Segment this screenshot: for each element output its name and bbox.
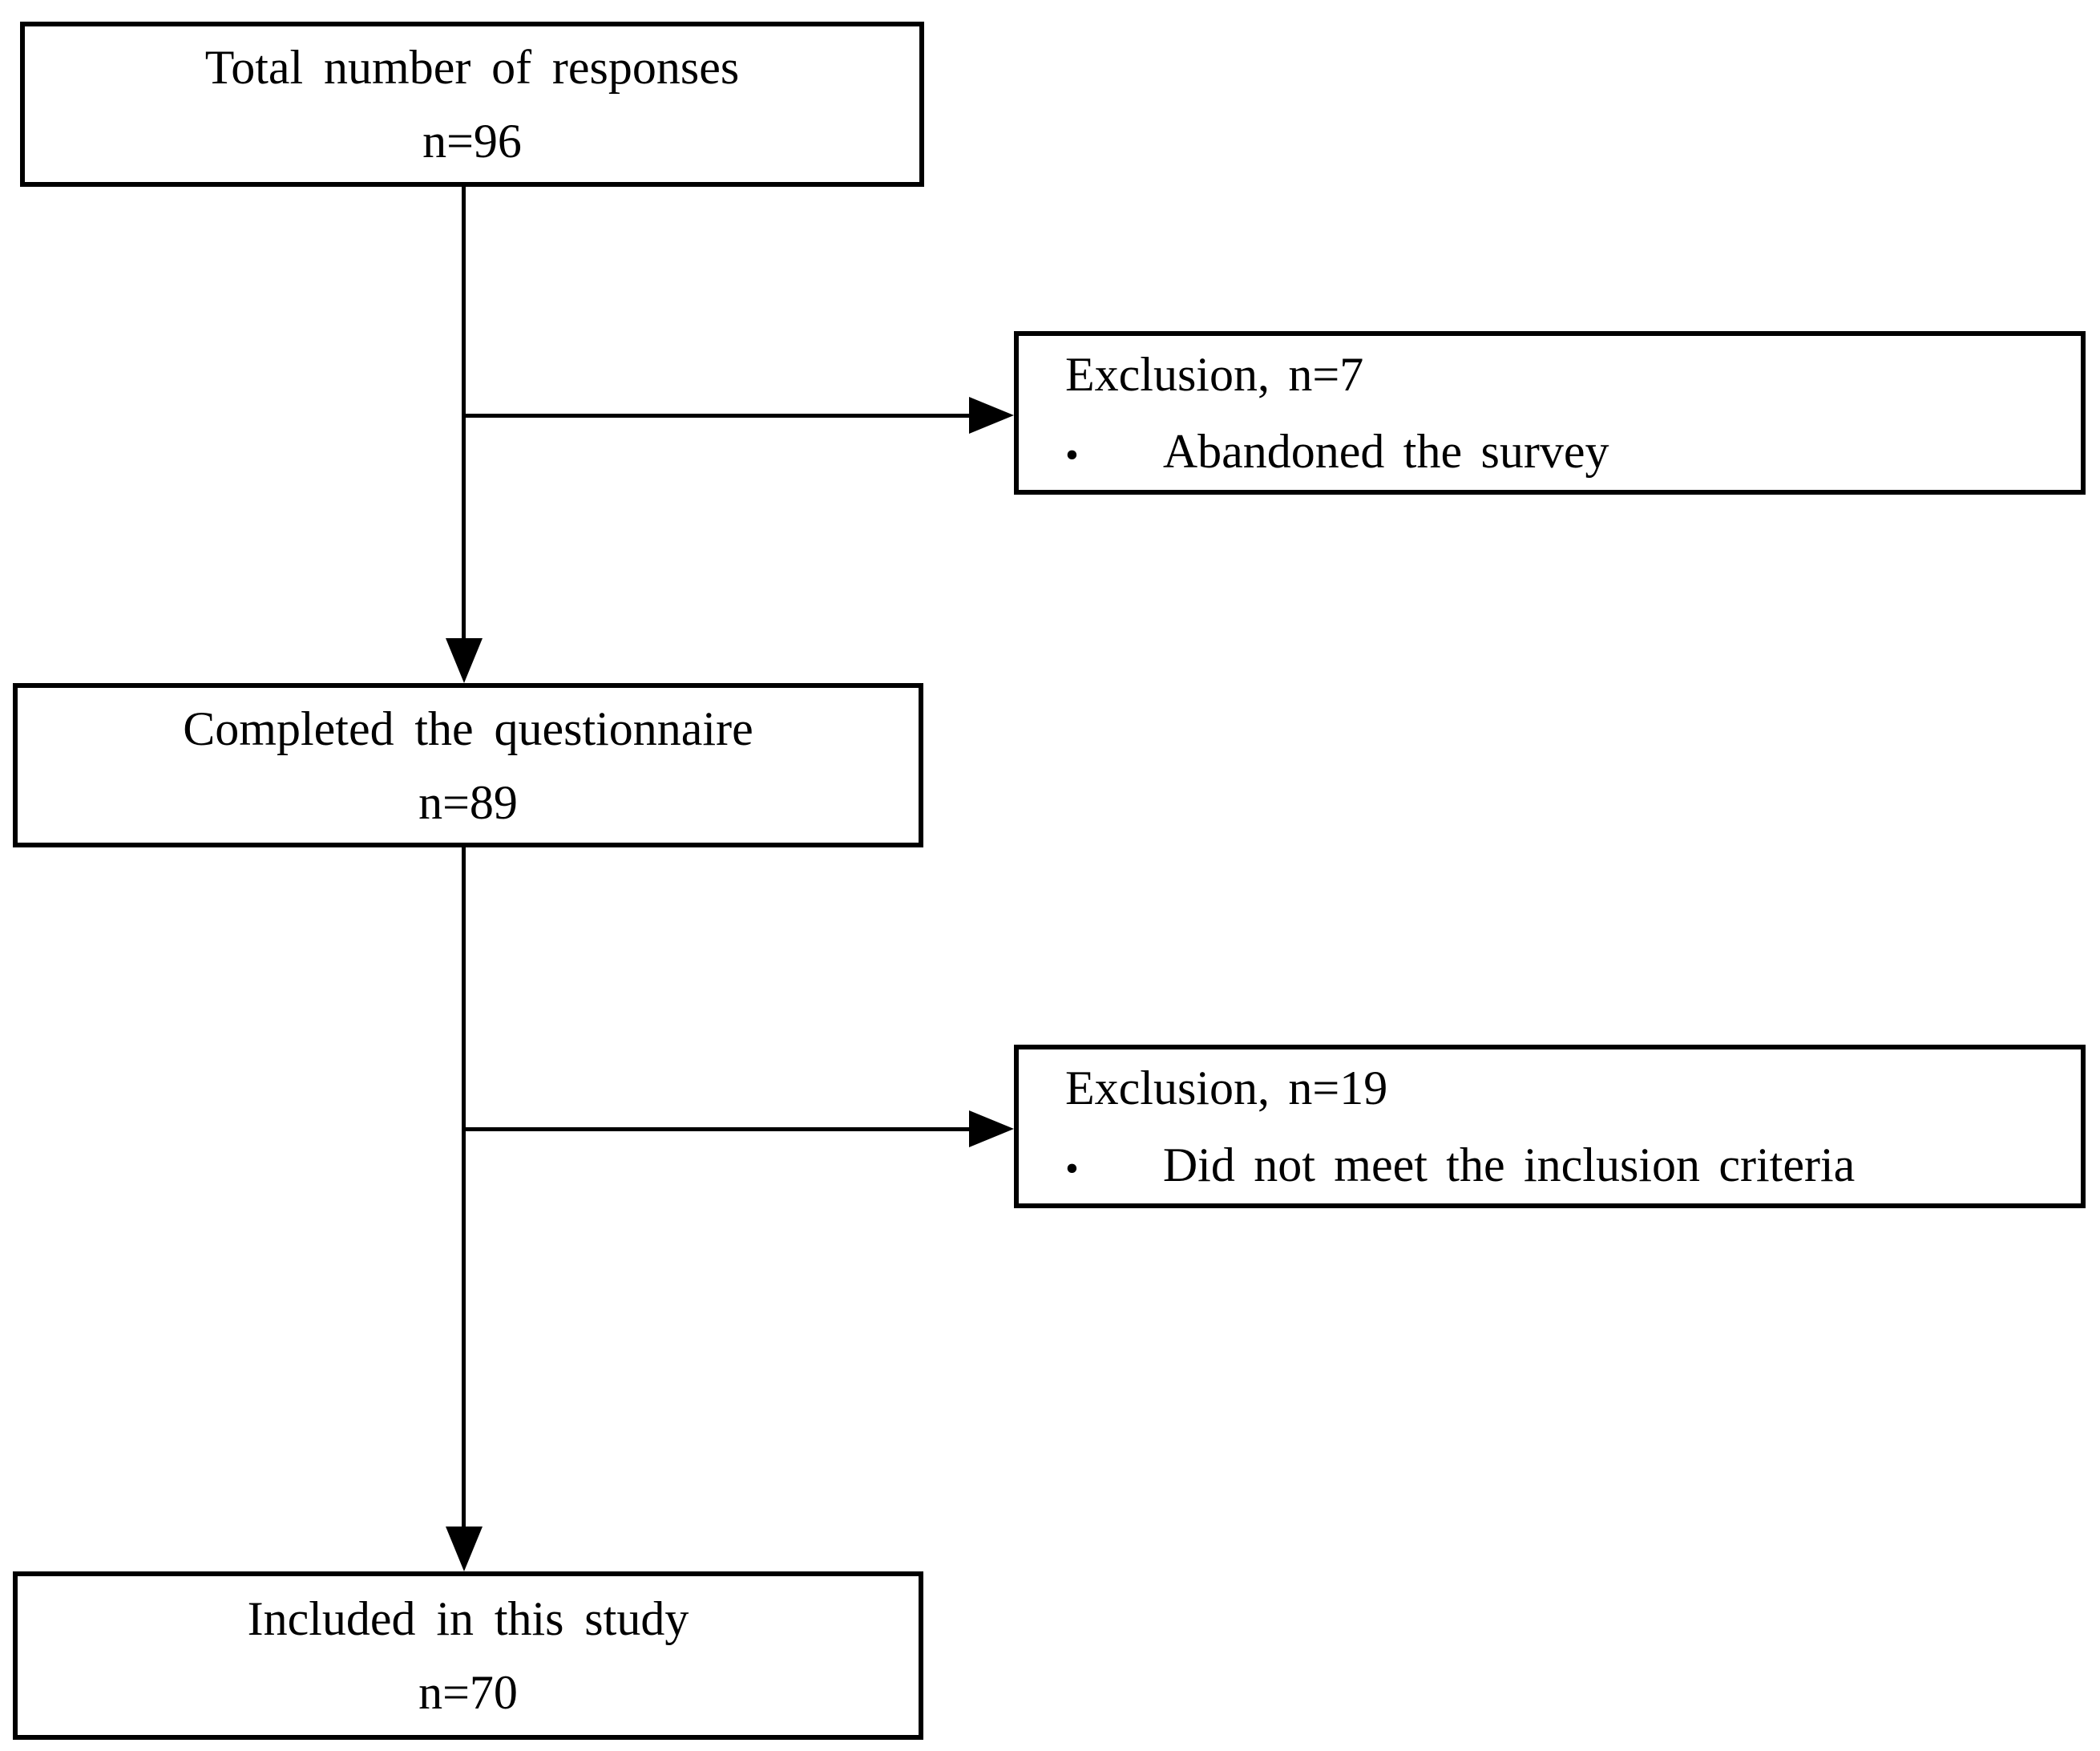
exclusion-1-reason: Abandoned the survey [1162, 425, 1609, 478]
bullet-icon: • [1065, 434, 1079, 476]
node-completed-questionnaire-count: n=89 [418, 775, 518, 829]
node-exclusion-1-title: Exclusion, n=7 [1065, 348, 1364, 401]
arrow-down-icon [446, 1527, 483, 1571]
node-total-responses: Total number of responses n=96 [20, 22, 924, 187]
arrow-right-icon [969, 397, 1014, 434]
node-exclusion-2-title: Exclusion, n=19 [1065, 1062, 1388, 1114]
exclusion-2-reason-row: • Did not meet the inclusion criteria [1065, 1138, 2065, 1191]
connector-total-to-completed [462, 187, 466, 638]
node-included-in-study-label: Included in this study [247, 1592, 689, 1645]
connector-completed-to-included [462, 847, 466, 1527]
node-completed-questionnaire-label: Completed the questionnaire [183, 702, 753, 755]
arrow-down-icon [446, 638, 483, 683]
node-included-in-study: Included in this study n=70 [13, 1571, 923, 1740]
connector-branch-to-exclusion-2 [463, 1127, 969, 1131]
node-exclusion-2: Exclusion, n=19 • Did not meet the inclu… [1014, 1045, 2086, 1208]
connector-branch-to-exclusion-1 [463, 414, 969, 418]
arrow-right-icon [969, 1110, 1014, 1147]
node-included-in-study-count: n=70 [418, 1666, 518, 1719]
node-total-responses-count: n=96 [422, 115, 522, 168]
exclusion-1-reason-row: • Abandoned the survey [1065, 425, 2065, 478]
bullet-icon: • [1065, 1147, 1079, 1190]
node-total-responses-label: Total number of responses [204, 41, 740, 94]
node-completed-questionnaire: Completed the questionnaire n=89 [13, 683, 923, 847]
exclusion-2-reason: Did not meet the inclusion criteria [1162, 1138, 1856, 1191]
node-exclusion-1: Exclusion, n=7 • Abandoned the survey [1014, 331, 2086, 495]
